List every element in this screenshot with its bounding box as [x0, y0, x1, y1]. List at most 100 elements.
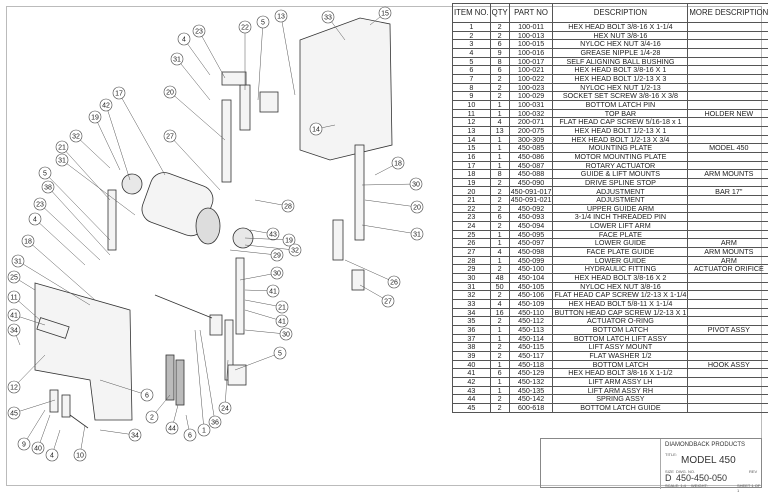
- balloon-number: 23: [36, 202, 44, 209]
- callout-balloon: 20: [365, 200, 423, 213]
- bom-cell: 4: [490, 248, 509, 257]
- bom-cell: HEX HEAD BOLT 3/8-16 X 1-1/4: [553, 23, 688, 32]
- bom-cell: [688, 403, 768, 412]
- callout-balloon: 19: [89, 111, 120, 170]
- leader-line: [62, 147, 110, 200]
- leader-line: [170, 92, 225, 140]
- balloon-number: 5: [278, 351, 282, 358]
- guide-mount: [352, 270, 364, 290]
- bom-cell: 36: [453, 325, 491, 334]
- balloon-number: 41: [278, 319, 286, 326]
- bom-cell: 7: [453, 74, 491, 83]
- bom-cell: 450-117: [509, 351, 553, 360]
- bom-header: PART NO: [509, 4, 553, 23]
- bom-cell: 13: [490, 126, 509, 135]
- balloon-number: 25: [10, 275, 18, 282]
- bom-cell: BOTTOM LATCH GUIDE: [553, 403, 688, 412]
- bom-cell: [688, 66, 768, 75]
- scale: SCALE: 1:4: [665, 483, 686, 488]
- bom-cell: [688, 274, 768, 283]
- callout-balloon: 42: [100, 99, 130, 180]
- bom-cell: 4: [490, 300, 509, 309]
- bom-cell: HEX HEAD BOLT 1/2-13 X 1: [553, 126, 688, 135]
- balloon-number: 40: [34, 446, 42, 453]
- balloon-number: 41: [269, 289, 277, 296]
- bom-cell: [688, 126, 768, 135]
- bom-header: ITEM NO.: [453, 4, 491, 23]
- bom-cell: 450-098: [509, 248, 553, 257]
- balloon-number: 4: [182, 37, 186, 44]
- leader-line: [48, 187, 110, 255]
- bom-cell: [688, 92, 768, 101]
- bom-cell: 2: [490, 23, 509, 32]
- callout-balloon: 38: [42, 181, 110, 255]
- bom-cell: 1: [453, 23, 491, 32]
- callout-balloon: 21: [56, 141, 110, 200]
- bom-cell: 450-091-021: [509, 196, 553, 205]
- balloon-number: 31: [413, 232, 421, 239]
- balloon-number: 30: [273, 271, 281, 278]
- bom-cell: 2: [490, 403, 509, 412]
- leader-line: [35, 219, 85, 265]
- bom-cell: 1: [490, 100, 509, 109]
- bom-cell: 200-075: [509, 126, 553, 135]
- balloon-number: 6: [188, 433, 192, 440]
- bom-header: MORE DESCRIPTION: [688, 4, 768, 23]
- leader-line: [199, 31, 225, 78]
- callout-balloon: 4: [29, 213, 85, 265]
- bom-cell: [688, 343, 768, 352]
- callout-balloon: 25: [8, 271, 35, 290]
- bom-cell: [688, 31, 768, 40]
- leader-line: [230, 250, 277, 255]
- bom-cell: [688, 351, 768, 360]
- bom-cell: 1: [490, 152, 509, 161]
- bom-cell: [688, 100, 768, 109]
- balloon-number: 10: [76, 453, 84, 460]
- balloon-number: 23: [195, 29, 203, 36]
- balloon-number: 31: [58, 158, 66, 165]
- balloon-number: 18: [394, 161, 402, 168]
- bom-cell: BOTTOM LATCH PIN: [553, 100, 688, 109]
- bom-cell: 450-113: [509, 325, 553, 334]
- bom-cell: [688, 196, 768, 205]
- balloon-number: 30: [412, 182, 420, 189]
- actuator-end: [196, 208, 220, 244]
- callout-balloon: 18: [375, 157, 404, 175]
- leader-line: [258, 22, 263, 100]
- bom-cell: ARM MOUNTS: [688, 248, 768, 257]
- callout-balloon: 31: [362, 225, 423, 240]
- bom-cell: [688, 57, 768, 66]
- bom-cell: 450-094: [509, 222, 553, 231]
- leader-line: [95, 117, 120, 170]
- callout-balloon: 4: [46, 430, 60, 461]
- bom-cell: GREASE NIPPLE 1/4-28: [553, 48, 688, 57]
- bom-cell: 100-016: [509, 48, 553, 57]
- leader-line: [365, 200, 417, 207]
- bom-cell: ADJUSTMENT: [553, 196, 688, 205]
- leader-line: [362, 225, 417, 234]
- balloon-number: 21: [278, 305, 286, 312]
- bom-cell: 30: [453, 274, 491, 283]
- bom-cell: HEX HEAD BOLT 5/8-11 X 1-1/4: [553, 300, 688, 309]
- balloon-number: 36: [211, 420, 219, 427]
- balloon-number: 22: [241, 25, 249, 32]
- leader-line: [14, 400, 55, 413]
- title-block: DIAMONDBACK PRODUCTS TITLE: MODEL 450 SI…: [540, 438, 762, 488]
- mounting-plate: [300, 18, 392, 160]
- callout-balloon: 40: [32, 415, 50, 454]
- callout-balloon: 44: [166, 405, 178, 434]
- bom-cell: 100-031: [509, 100, 553, 109]
- adjustment-bar: [222, 100, 231, 182]
- bom-cell: ARM MOUNTS: [688, 170, 768, 179]
- bom-cell: 1: [490, 377, 509, 386]
- callout-balloon: 28: [255, 200, 294, 212]
- leader-line: [119, 93, 165, 175]
- bom-cell: 27: [453, 248, 491, 257]
- balloon-number: 2: [150, 415, 154, 422]
- bom-cell: 10: [453, 100, 491, 109]
- balloon-number: 31: [173, 57, 181, 64]
